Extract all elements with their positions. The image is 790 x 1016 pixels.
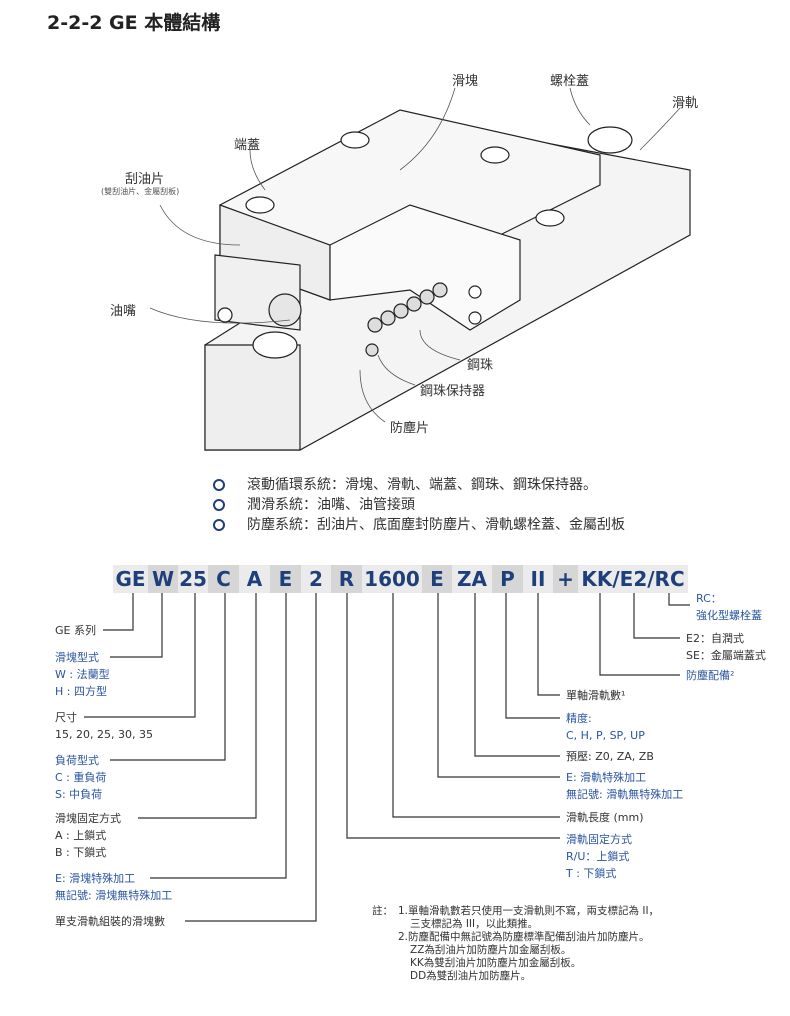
- code-plus: +: [553, 565, 578, 593]
- system-item: 防塵系統：刮油片、底面塵封防塵片、滑軌螺栓蓋、金屬刮板: [213, 515, 625, 535]
- code-block-special: E: [270, 565, 301, 593]
- legend-size: 尺寸 15, 20, 25, 30, 35: [55, 711, 153, 741]
- legend-block-mount: 滑塊固定方式 A : 上鎖式 B : 下鎖式: [55, 812, 121, 859]
- code-rail-length: 1600: [362, 565, 422, 593]
- code-blocks-count: 2: [301, 565, 331, 593]
- legend-preload: 預壓: Z0, ZA, ZB: [566, 750, 654, 763]
- legend-rail-special: E: 滑軌特殊加工 無記號: 滑軌無特殊加工: [566, 771, 684, 801]
- label-dust-seal: 防塵片: [390, 421, 430, 436]
- code-accuracy: P: [492, 565, 523, 593]
- notes: 1.單軸滑軌數若只使用一支滑軌則不寫，兩支標記為 II， 三支標記為 III，以…: [398, 905, 660, 982]
- code-series: GE: [113, 565, 148, 593]
- code-size: 25: [178, 565, 208, 593]
- code-load: C: [208, 565, 239, 593]
- code-block-type: W: [148, 565, 178, 593]
- label-bolt-cap: 螺栓蓋: [550, 74, 590, 89]
- code-block-mount: A: [239, 565, 270, 593]
- legend-blocks-per-rail: 單支滑軌組裝的滑塊數: [55, 915, 165, 928]
- legend-rails: 單軸滑軌數¹: [566, 689, 626, 702]
- legend-block-special: E: 滑塊特殊加工 無記號: 滑塊無特殊加工: [55, 872, 173, 902]
- linear-guide-diagram: [149, 87, 691, 451]
- code-rails-count: II: [523, 565, 553, 593]
- legend-rail-mount: 滑軌固定方式 R/U：上鎖式 T : 下鎖式: [566, 833, 632, 880]
- notes-label: 註：: [372, 905, 393, 917]
- label-grease-nipple: 油嘴: [110, 304, 137, 319]
- legend-rail-length: 滑軌長度 (mm): [566, 811, 644, 824]
- bullet-icon: [213, 499, 225, 511]
- legend-accuracy: 精度: C, H, P, SP, UP: [566, 712, 645, 742]
- label-scraper-note: (雙刮油片、金屬刮板): [101, 187, 180, 196]
- code-preload: ZA: [452, 565, 492, 593]
- system-item: 潤滑系統：油嘴、油管接頭: [213, 495, 625, 515]
- bullet-icon: [213, 519, 225, 531]
- label-balls: 鋼珠: [467, 358, 494, 373]
- bullet-icon: [213, 479, 225, 491]
- code-rail-special: E: [422, 565, 452, 593]
- system-item: 滾動循環系統：滑塊、滑軌、端蓋、鋼珠、鋼珠保持器。: [213, 475, 625, 495]
- systems-list: 滾動循環系統：滑塊、滑軌、端蓋、鋼珠、鋼珠保持器。 潤滑系統：油嘴、油管接頭 防…: [213, 475, 625, 535]
- legend-e2: E2：自潤式 SE：金屬端蓋式: [686, 632, 766, 662]
- label-end-cap: 端蓋: [234, 138, 261, 153]
- legend-series: GE 系列: [55, 624, 96, 637]
- code-options: KK/E2/RC: [578, 565, 688, 593]
- label-rail: 滑軌: [672, 96, 699, 111]
- label-scraper: 刮油片: [125, 172, 165, 187]
- legend-load: 負荷型式 C : 重負荷 S: 中負荷: [55, 754, 107, 801]
- code-rail-mount: R: [331, 565, 362, 593]
- legend-dust: 防塵配備²: [686, 669, 735, 682]
- label-ball-retainer: 鋼珠保持器: [420, 384, 486, 399]
- legend-block-type: 滑塊型式 W : 法蘭型 H : 四方型: [55, 651, 110, 698]
- legend-rc: RC： 強化型螺栓蓋: [696, 592, 762, 622]
- section-title: 2-2-2 GE 本體結構: [47, 12, 221, 34]
- label-slider: 滑塊: [452, 74, 479, 89]
